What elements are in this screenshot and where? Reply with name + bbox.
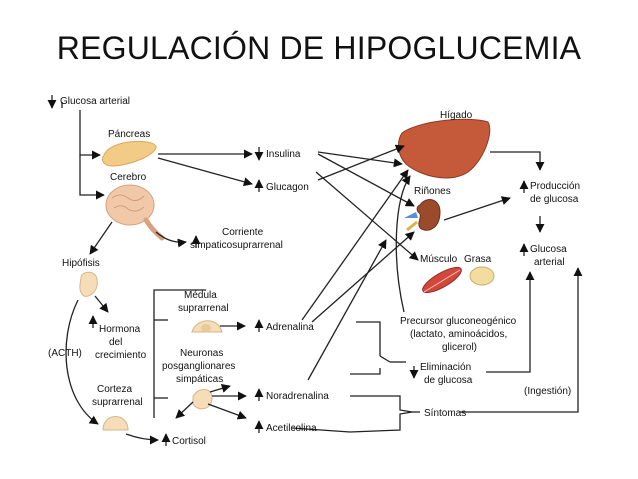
label-adrenalina: Adrenalina [266,322,314,333]
label-medula-2: suprarrenal [178,303,229,314]
label-precursor-2: (lactato, aminoácidos, [410,329,507,340]
label-eliminacion-1: Eliminación [420,362,471,373]
connectors [61,102,583,445]
sympathetic-neuron-icon [192,389,213,410]
label-hormona-3: crecimiento [95,350,147,361]
label-pancreas: Páncreas [108,129,150,140]
label-produccion-1: Producción [530,181,580,192]
label-glucagon: Glucagon [266,182,309,193]
fat-icon [469,266,495,286]
label-corteza-1: Corteza [97,384,132,395]
label-acetilcolina: Acetilcolina [266,423,317,434]
label-glucosa-arterial-1: Glucosa [530,244,567,255]
label-medula-1: Médula [184,290,217,301]
slide-title: REGULACIÓN DE HIPOGLUCEMIA [56,30,582,66]
label-neuronas-1: Neuronas [180,348,223,359]
label-hipofisis: Hipófisis [62,258,100,269]
label-corteza-2: suprarrenal [92,397,143,408]
indicator-arrows [47,95,529,446]
label-neuronas-2: posganglionares [162,361,235,372]
label-hormona-1: Hormona [99,324,141,335]
label-insulina: Insulina [266,149,301,160]
brain-icon [105,184,165,241]
label-glucosa-arterial-top: Glucosa arterial [60,96,130,107]
pituitary-icon [79,271,98,297]
label-neuronas-3: simpáticas [176,374,223,385]
muscle-icon [422,266,462,294]
label-higado: Hígado [440,110,473,121]
label-acth: (ACTH) [48,348,82,359]
label-ingestion: (Ingestión) [524,386,571,397]
label-hormona-2: del [109,337,122,348]
label-corriente-2: simpaticosuprarrenal [190,240,283,251]
pancreas-icon [101,140,157,167]
label-precursor-3: glicerol) [442,342,477,353]
label-produccion-2: de glucosa [530,194,579,205]
label-grasa: Grasa [464,254,492,265]
label-musculo: Músculo [420,254,458,265]
label-rinones: Riñones [414,186,451,197]
kidney-icon [404,199,441,232]
label-cortisol: Cortisol [172,436,206,447]
adrenal-medulla-icon [191,320,223,333]
label-cerebro: Cerebro [110,172,147,183]
adrenal-cortex-icon [102,416,129,431]
label-precursor-1: Precursor gluconeogénico [400,316,517,327]
label-glucosa-arterial-2: arterial [534,257,565,268]
label-corriente-1: Corriente [222,227,264,238]
liver-icon [398,118,491,179]
label-eliminacion-2: de glucosa [424,375,473,386]
label-sintomas: Síntomas [424,408,466,419]
label-noradrenalina: Noradrenalina [266,391,329,402]
